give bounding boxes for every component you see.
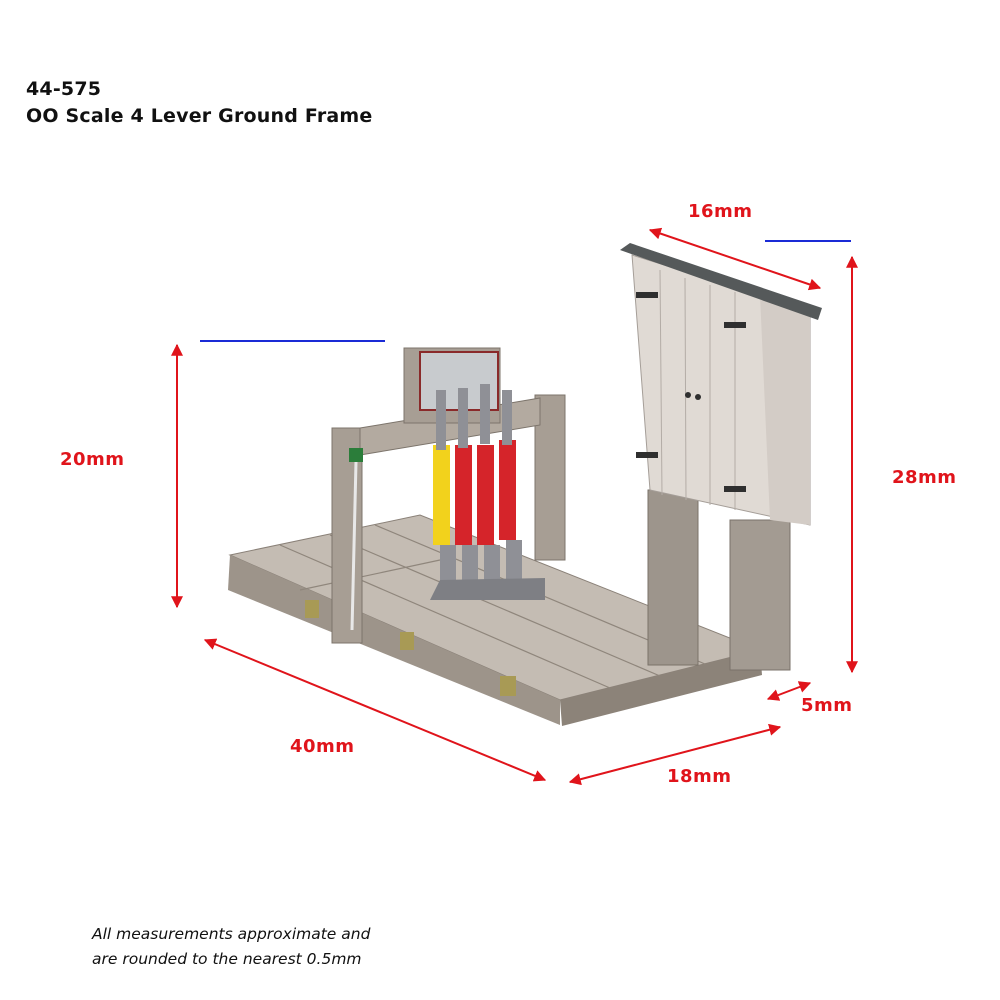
footnote-line-2: are rounded to the nearest 0.5mm [92,950,362,968]
footnote-line-1: All measurements approximate and [92,925,371,943]
lever-frame [331,347,566,644]
dimension-arrow-gap [766,681,812,701]
product-name: OO Scale 4 Lever Ground Frame [26,105,373,127]
dimension-label-gap: 5mm [801,695,853,716]
plate-icon [349,448,363,462]
dimension-label-base-length: 40mm [290,736,355,757]
title-block: 44-575 OO Scale 4 Lever Ground Frame [26,76,373,130]
dimension-label-base-depth: 18mm [667,766,732,787]
chair-bracket [500,676,516,696]
dimension-label-cabinet-height: 28mm [892,467,957,488]
dimension-arrow-base-depth [568,723,782,786]
dimension-label-frame-height: 20mm [60,449,125,470]
product-code: 44-575 [26,78,102,100]
dimension-label-cabinet-width: 16mm [688,201,753,222]
levers [430,384,545,600]
relay-cabinet [620,243,822,671]
footnote: All measurements approximate and are rou… [92,922,370,972]
chair-bracket [305,600,319,618]
chair-bracket [400,632,414,650]
dimension-arrow-base-length [203,638,547,782]
dimension-arrow-cabinet-width [648,227,822,291]
